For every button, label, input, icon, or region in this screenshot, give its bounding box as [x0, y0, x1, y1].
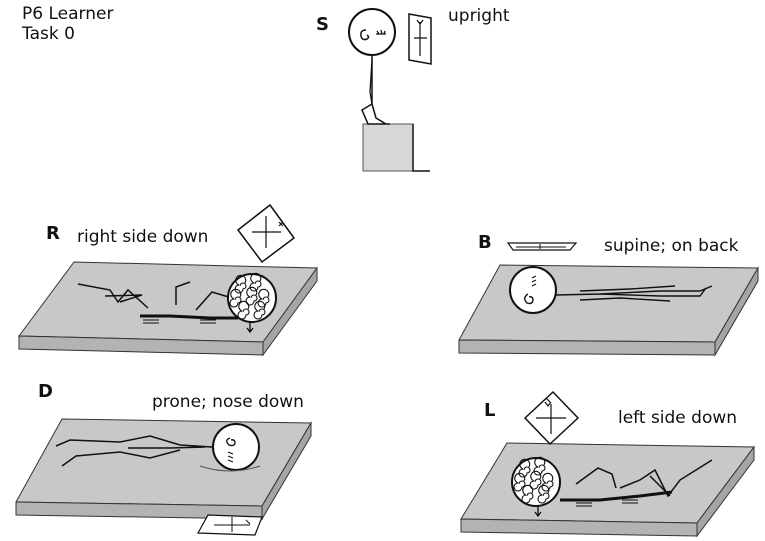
panel-r-scene	[18, 203, 318, 357]
upright-ear	[360, 29, 370, 41]
panel-l-scene	[460, 390, 755, 538]
panel-s-letter: S	[316, 14, 329, 35]
chair-seat	[362, 123, 414, 172]
panel-b-letter: B	[478, 232, 492, 253]
b-head	[509, 266, 557, 314]
header-task: Task 0	[22, 24, 75, 44]
panel-d-scene	[15, 418, 312, 536]
panel-l-label: left side down	[618, 408, 738, 428]
panel-b-label: supine; on back	[604, 236, 739, 256]
panel-d-letter: D	[38, 381, 53, 402]
upright-eye	[376, 29, 386, 35]
panel-l-letter: L	[484, 400, 496, 421]
upright-body	[361, 55, 390, 125]
panel-b-scene	[458, 242, 759, 357]
panel-s-label: upright	[448, 6, 510, 26]
d-head	[212, 423, 260, 471]
panel-d-label: prone; nose down	[152, 392, 304, 412]
chair-leg	[412, 124, 430, 172]
upright-head	[348, 8, 396, 56]
header: P6 Learner Task 0	[22, 4, 113, 44]
panel-r-label: right side down	[77, 227, 209, 247]
panel-s-scene	[348, 8, 432, 172]
panel-r-letter: R	[46, 223, 60, 244]
header-learner: P6 Learner	[22, 4, 114, 24]
